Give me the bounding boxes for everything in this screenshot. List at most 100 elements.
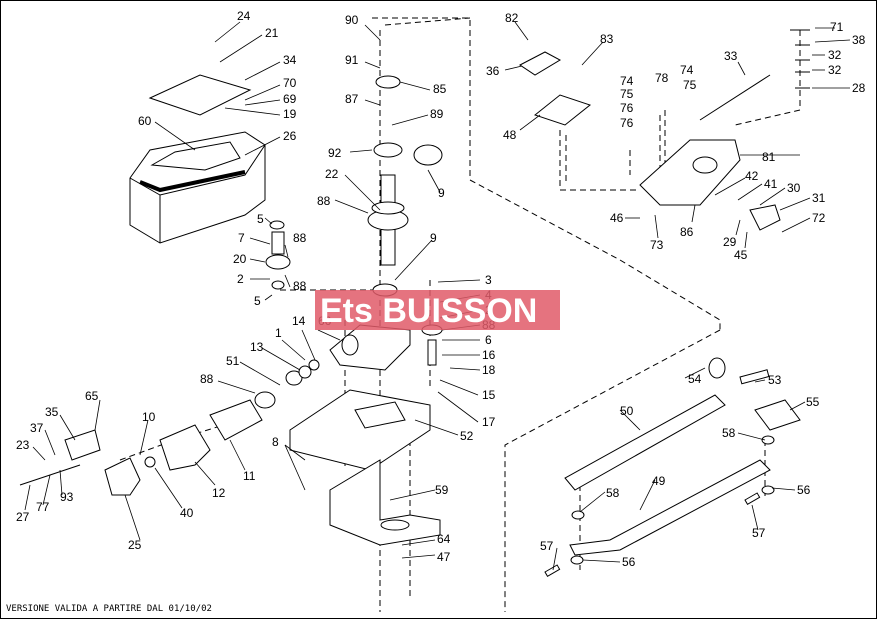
central-shaft-group <box>367 75 443 297</box>
part-label: 78 <box>655 71 669 85</box>
part-label: 31 <box>812 191 826 205</box>
part-number-labels: 24 21 34 70 69 19 60 26 90 91 85 87 89 9… <box>16 9 866 569</box>
part-label: 29 <box>723 235 737 249</box>
part-label: 26 <box>283 129 297 143</box>
part-label: 69 <box>283 92 297 106</box>
part-label: 42 <box>745 169 759 183</box>
part-label: 32 <box>828 63 842 77</box>
part-label: 7 <box>238 231 245 245</box>
part-label: 75 <box>620 87 634 101</box>
watermark-band <box>315 290 560 330</box>
gearbox-body <box>289 324 443 546</box>
part-label: 88 <box>293 279 307 293</box>
part-label: 12 <box>212 486 226 500</box>
part-label: 37 <box>30 421 44 435</box>
part-label: 6 <box>485 333 492 347</box>
part-label: 14 <box>292 314 306 328</box>
part-label: 20 <box>233 252 247 266</box>
part-label: 73 <box>650 238 664 252</box>
part-label: 72 <box>812 211 826 225</box>
part-label: 34 <box>283 53 297 67</box>
part-label: 25 <box>128 538 142 552</box>
part-label: 76 <box>620 116 634 130</box>
part-label: 65 <box>85 389 99 403</box>
part-label: 85 <box>433 82 447 96</box>
part-label: 5 <box>257 212 264 226</box>
part-label: 75 <box>683 78 697 92</box>
part-label: 18 <box>482 363 496 377</box>
part-label: 51 <box>226 354 240 368</box>
part-label: 86 <box>680 225 694 239</box>
pinion-group <box>265 220 291 290</box>
part-label: 88 <box>317 194 331 208</box>
part-label: 74 <box>680 63 694 77</box>
part-label: 41 <box>764 177 778 191</box>
part-label: 60 <box>138 114 152 128</box>
part-label: 56 <box>797 483 811 497</box>
part-label: 8 <box>272 435 279 449</box>
leader-lines <box>24 21 851 571</box>
part-label: 82 <box>505 11 519 25</box>
part-label: 93 <box>60 490 74 504</box>
part-label: 2 <box>237 272 244 286</box>
part-label: 74 <box>620 74 634 88</box>
part-label: 1 <box>275 326 282 340</box>
part-label: 5 <box>254 294 261 308</box>
part-label: 9 <box>438 186 445 200</box>
part-label: 52 <box>460 429 474 443</box>
part-label: 40 <box>180 506 194 520</box>
watermark-text: Ets BUISSON <box>320 292 537 330</box>
part-label: 76 <box>620 101 634 115</box>
part-label: 89 <box>430 107 444 121</box>
part-label: 88 <box>200 372 214 386</box>
part-label: 81 <box>762 150 776 164</box>
part-label: 10 <box>142 410 156 424</box>
part-label: 27 <box>16 510 30 524</box>
part-label: 88 <box>293 231 307 245</box>
cover-housing <box>129 74 266 244</box>
part-label: 55 <box>806 395 820 409</box>
part-label: 21 <box>265 26 279 40</box>
part-label: 30 <box>787 181 801 195</box>
part-label: 46 <box>610 211 624 225</box>
part-label: 53 <box>768 373 782 387</box>
part-label: 54 <box>688 372 702 386</box>
part-label: 16 <box>482 348 496 362</box>
part-label: 58 <box>722 426 736 440</box>
part-label: 3 <box>485 273 492 287</box>
part-label: 50 <box>620 404 634 418</box>
part-label: 59 <box>435 483 449 497</box>
part-label: 70 <box>283 76 297 90</box>
part-label: 22 <box>325 167 339 181</box>
version-footer: VERSIONE VALIDA A PARTIRE DAL 01/10/02 <box>6 604 212 614</box>
part-label: 57 <box>540 539 554 553</box>
part-label: 33 <box>724 49 738 63</box>
part-label: 19 <box>283 107 297 121</box>
part-label: 24 <box>237 9 251 23</box>
part-label: 49 <box>652 474 666 488</box>
part-label: 48 <box>503 128 517 142</box>
part-label: 91 <box>345 53 359 67</box>
part-label: 15 <box>482 388 496 402</box>
part-label: 23 <box>16 438 30 452</box>
part-label: 47 <box>437 550 451 564</box>
motor-group <box>19 359 320 496</box>
part-label: 87 <box>345 92 359 106</box>
arm-group <box>544 357 801 578</box>
part-label: 77 <box>36 500 50 514</box>
part-label: 28 <box>852 81 866 95</box>
part-label: 57 <box>752 526 766 540</box>
part-label: 45 <box>734 248 748 262</box>
part-label: 32 <box>828 48 842 62</box>
part-label: 56 <box>622 555 636 569</box>
watermark: Ets BUISSON <box>315 290 560 330</box>
part-label: 83 <box>600 32 614 46</box>
part-label: 36 <box>486 64 500 78</box>
part-label: 58 <box>606 486 620 500</box>
part-label: 9 <box>430 231 437 245</box>
part-label: 13 <box>250 340 264 354</box>
release-mechanism <box>519 29 810 231</box>
part-label: 90 <box>345 13 359 27</box>
part-label: 11 <box>243 469 256 483</box>
